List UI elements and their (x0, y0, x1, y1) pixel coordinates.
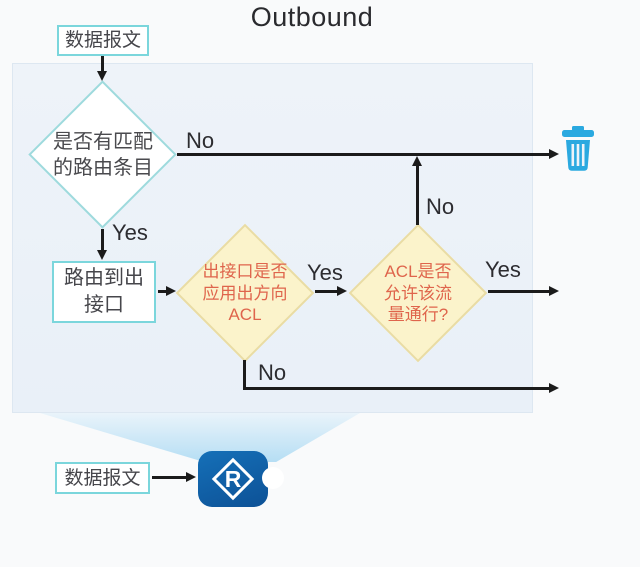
arrow-packet-entry-head (97, 71, 107, 81)
label-yes-acl-permit: Yes (485, 257, 521, 282)
page-title: Outbound (250, 2, 374, 32)
label-no-acl-permit: No (426, 194, 455, 219)
arrow-no-to-trash-line (177, 153, 549, 156)
node-packet-bottom-label: 数据报文 (64, 467, 141, 489)
node-packet-bottom: 数据报文 (55, 462, 150, 494)
arrow-aclpermit-no-head (412, 156, 422, 166)
label-yes-acl-applied: Yes (307, 260, 343, 285)
router-port-dot (262, 467, 284, 489)
arrow-aclapplied-yes-head (337, 286, 347, 296)
arrow-aclpermit-yes-head (549, 286, 559, 296)
label-no-acl-applied: No (258, 360, 287, 385)
decision-acl-applied-label: 出接口是否 应用出方向 ACL (202, 262, 288, 324)
arrow-box-to-aclapplied-line (158, 290, 167, 293)
arrow-aclapplied-no-head (549, 383, 559, 393)
router-icon (198, 451, 268, 507)
label-no-route-match: No (186, 128, 215, 153)
decision-acl-permit-label: ACL是否 允许该流 量通行? (384, 262, 452, 324)
arrow-aclapplied-no-hline (243, 387, 549, 390)
arrow-aclpermit-yes-line (488, 290, 549, 293)
router-letter: R (224, 465, 242, 492)
arrow-packet-entry-line (101, 56, 104, 72)
trash-icon (562, 126, 594, 171)
node-route-to-interface: 路由到出 接口 (52, 261, 156, 323)
arrow-aclapplied-no-vline (243, 360, 246, 390)
node-packet-top: 数据报文 (57, 25, 149, 56)
arrow-yes-route-head (97, 250, 107, 260)
node-packet-top-label: 数据报文 (64, 30, 141, 51)
arrow-no-to-trash-head (549, 149, 559, 159)
arrow-aclpermit-no-line (416, 165, 419, 225)
label-yes-route-match: Yes (112, 220, 148, 245)
arrow-packet-to-router-head (186, 472, 196, 482)
arrow-box-to-aclapplied-head (166, 286, 176, 296)
arrow-yes-route-line (101, 229, 104, 251)
arrow-aclapplied-yes-line (315, 290, 338, 293)
arrow-packet-to-router-line (152, 476, 187, 479)
decision-route-match-label: 是否有匹配 的路由条目 (53, 131, 153, 179)
